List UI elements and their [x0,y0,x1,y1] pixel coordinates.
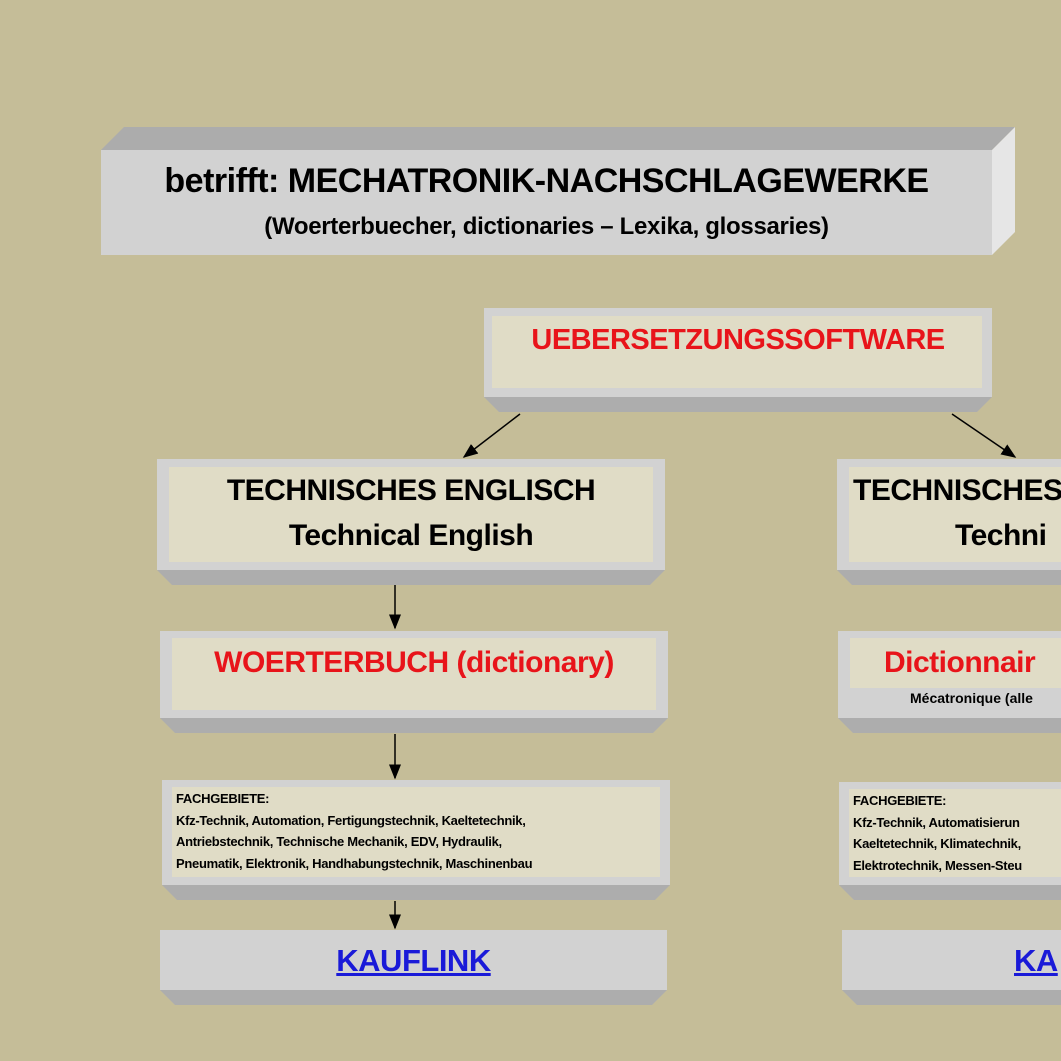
language-title: TECHNISCHES ENGLISCH [226,474,596,507]
fields-line: Kfz-Technik, Automation, Fertigungstechn… [176,812,526,828]
root-label: UEBERSETZUNGSSOFTWARE [531,324,945,356]
page-title: betrifft: MECHATRONIK-NACHSCHLAGEWERKE [164,162,929,200]
language-subtitle: Techni [955,519,1047,552]
page-subtitle: (Woerterbuecher, dictionaries – Lexika, … [264,213,829,240]
language-title: TECHNISCHES [853,474,1061,507]
buy-link[interactable]: KA [1014,943,1058,978]
dictionary-subtitle: Mécatronique (alle [910,690,1033,706]
arrow-root-to-left [462,413,521,458]
fields-line: Kaeltetechnik, Klimatechnik, [853,836,1021,851]
fields-line: Antriebstechnik, Technische Mechanik, ED… [176,834,502,849]
fields-heading: FACHGEBIETE: [853,793,947,808]
arrow-root-to-right [951,413,1017,458]
fields-heading: FACHGEBIETE: [176,791,270,806]
fields-line: Elektrotechnik, Messen-Steu [853,857,1022,873]
dictionary-label: WOERTERBUCH (dictionary) [214,646,614,679]
buy-link[interactable]: KAUFLINK [336,943,491,978]
fields-line: Pneumatik, Elektronik, Handhabungstechni… [176,855,533,871]
dictionary-label: Dictionnair [884,646,1036,679]
fields-line: Kfz-Technik, Automatisierun [853,814,1020,830]
language-subtitle: Technical English [288,519,534,552]
